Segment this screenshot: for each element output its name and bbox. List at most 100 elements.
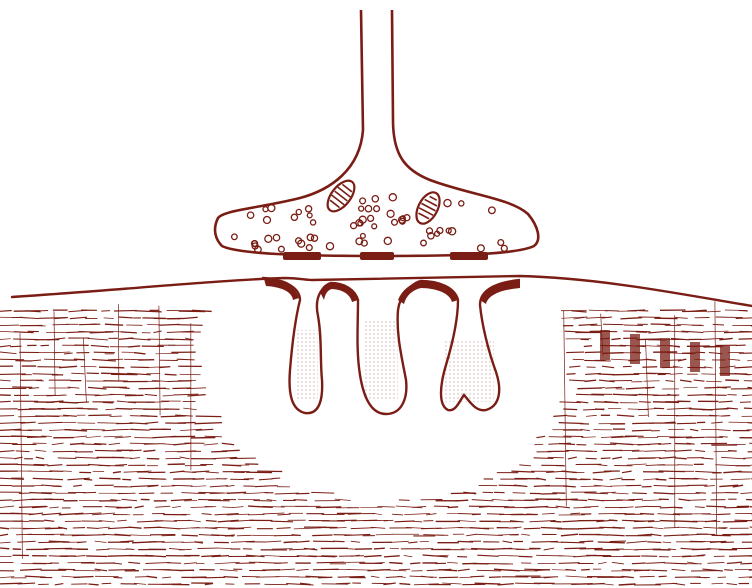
striation-line: [602, 366, 614, 368]
striation-line: [569, 380, 586, 381]
striation-line: [96, 549, 109, 550]
striation-line: [648, 527, 664, 529]
striation-line: [635, 506, 648, 507]
striation-line: [619, 584, 636, 585]
striation-line: [206, 472, 219, 473]
striation-line: [455, 500, 468, 501]
striation-line: [35, 450, 47, 451]
dense-band: [660, 338, 670, 368]
striation-line: [167, 563, 181, 564]
striation-line: [734, 520, 752, 521]
striation-line: [296, 541, 310, 542]
striation-line: [713, 324, 724, 325]
striation-line: [549, 437, 572, 438]
striation-line: [442, 583, 461, 584]
striation-line: [71, 373, 84, 374]
striation-line: [119, 388, 130, 389]
striation-line: [620, 507, 634, 508]
striation-line: [563, 409, 577, 410]
striation-line: [678, 499, 690, 501]
striation-line: [548, 457, 564, 458]
striation-line: [654, 493, 676, 494]
dense-band: [630, 334, 640, 364]
striation-line: [113, 429, 132, 430]
striation-line: [703, 331, 729, 332]
striation-line: [622, 471, 632, 473]
striation-line: [640, 576, 655, 577]
striation-line: [94, 352, 115, 353]
striation-line: [23, 318, 39, 319]
striation-line: [98, 527, 110, 528]
striation-line: [519, 465, 531, 466]
striation-line: [205, 577, 225, 578]
striation-line: [725, 380, 739, 381]
striation-line: [275, 493, 299, 494]
striation-line: [458, 521, 477, 522]
striation-line: [146, 562, 171, 563]
striation-line: [466, 534, 477, 536]
striation-line: [336, 583, 351, 584]
striation-line: [479, 506, 489, 507]
striation-line: [178, 423, 196, 424]
striation-line: [135, 506, 144, 508]
junctional-fold: [262, 278, 332, 413]
striation-line: [222, 443, 234, 445]
striation-line: [0, 346, 11, 347]
striation-line: [708, 562, 725, 563]
striation-line: [567, 374, 576, 375]
striation-line: [204, 444, 218, 445]
striation-line: [343, 548, 355, 549]
striation-line: [435, 555, 449, 556]
striation-line: [651, 570, 667, 571]
striation-line: [272, 549, 293, 550]
striation-line: [581, 437, 596, 438]
striation-line: [525, 507, 549, 508]
striation-line: [88, 584, 98, 585]
striation-line: [672, 583, 685, 585]
striation-line: [101, 311, 110, 312]
striation-line: [600, 584, 614, 586]
striation-line: [740, 402, 751, 403]
z-line: [54, 311, 55, 395]
striation-line: [83, 492, 96, 493]
striation-line: [622, 576, 634, 577]
striation-line: [690, 429, 698, 431]
striation-line: [689, 500, 706, 501]
striation-line: [36, 457, 44, 459]
striation-line: [0, 500, 12, 501]
striation-line: [598, 374, 615, 375]
striation-line: [697, 555, 706, 556]
striation-line: [130, 535, 151, 536]
striation-line: [585, 451, 597, 452]
striation-line: [118, 493, 136, 494]
striation-line: [108, 556, 133, 557]
striation-line: [12, 317, 23, 318]
striation-line: [88, 338, 109, 340]
striation-line: [667, 408, 692, 409]
striation-line: [559, 423, 584, 424]
striation-line: [73, 577, 93, 578]
striation-line: [613, 527, 622, 528]
striation-line: [311, 492, 334, 493]
striation-line: [304, 548, 318, 550]
striation-line: [10, 346, 21, 347]
striation-line: [719, 401, 733, 402]
striation-line: [182, 317, 198, 318]
striation-line: [72, 436, 87, 437]
striation-line: [642, 500, 662, 501]
striation-line: [86, 556, 107, 557]
striation-line: [646, 562, 665, 563]
striation-line: [389, 563, 402, 564]
striation-line: [510, 570, 538, 571]
striation-line: [686, 437, 705, 438]
striation-line: [76, 402, 89, 403]
striation-line: [316, 507, 341, 508]
striation-line: [238, 499, 260, 500]
striation-line: [712, 583, 724, 584]
striation-line: [206, 521, 217, 522]
striation-line: [16, 451, 30, 452]
striation-line: [238, 527, 251, 528]
striation-line: [81, 429, 105, 430]
striation-line: [694, 380, 705, 381]
